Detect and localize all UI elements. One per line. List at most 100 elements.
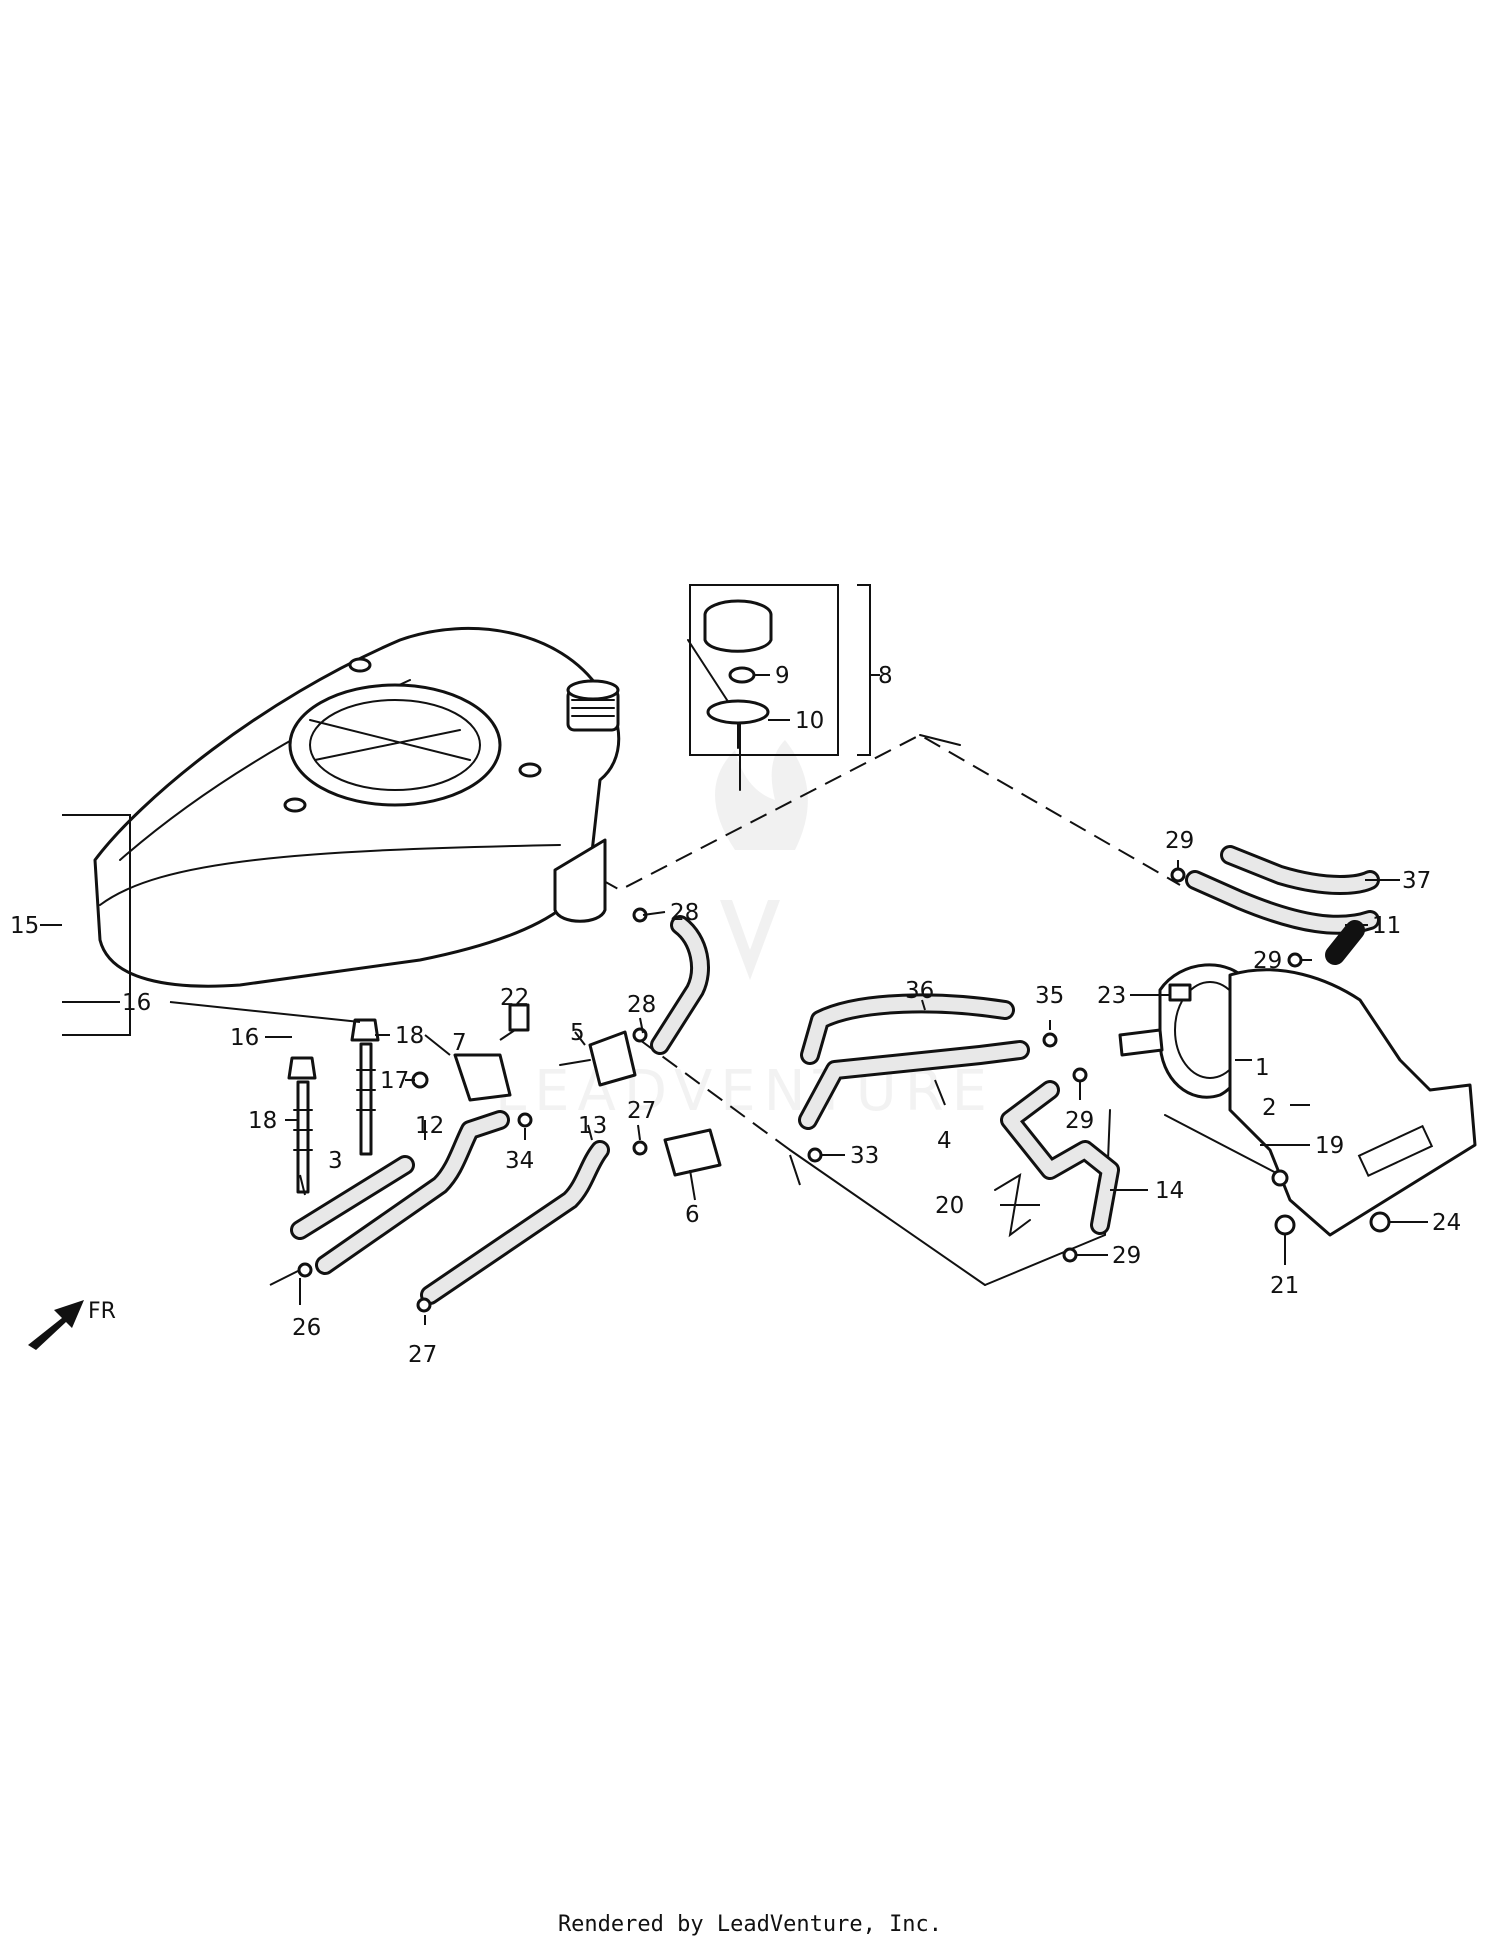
front-direction-indicator: FR <box>28 1299 116 1350</box>
callout-18-a: 18 <box>395 1023 424 1049</box>
bolt-left <box>296 1080 310 1194</box>
callout-14: 14 <box>1155 1178 1184 1204</box>
callout-35: 35 <box>1035 983 1064 1009</box>
callout-1: 1 <box>1255 1055 1270 1081</box>
callout-13: 13 <box>578 1113 607 1139</box>
callout-11: 11 <box>1372 913 1401 939</box>
nut-21 <box>1274 1214 1296 1236</box>
cushion-top <box>350 1018 380 1042</box>
leader-lines <box>40 584 1428 1325</box>
tank-mount-boss-c <box>518 762 542 778</box>
link-line-a <box>919 734 961 746</box>
callout-29-d: 29 <box>1112 1243 1141 1269</box>
callout-23: 23 <box>1097 983 1126 1009</box>
tank-mounts <box>287 1018 380 1194</box>
tank-filler-thread <box>571 699 615 717</box>
callout-7: 7 <box>452 1030 467 1056</box>
bracket-15 <box>62 814 131 1036</box>
callout-17: 17 <box>380 1068 409 1094</box>
valve-bracket <box>453 1053 512 1102</box>
dashed-line-tank <box>429 733 1181 892</box>
cap-group-box <box>689 584 839 756</box>
callout-29-c: 29 <box>1065 1108 1094 1134</box>
tank-baffle <box>309 719 471 761</box>
clip-34 <box>517 1112 533 1128</box>
tank-body <box>93 626 621 988</box>
tank-sump <box>553 838 607 923</box>
fuel-cock <box>588 1030 637 1087</box>
tank-mount-boss-a <box>348 657 372 673</box>
fuel-pump-inlet <box>1118 1028 1164 1057</box>
callout-12: 12 <box>415 1113 444 1139</box>
callout-6: 6 <box>685 1202 700 1228</box>
callout-36: 36 <box>905 978 934 1004</box>
tank-mount-boss-b <box>283 797 307 813</box>
cap-packing <box>728 666 756 684</box>
clip-33 <box>807 1147 823 1163</box>
clip-29-a <box>1170 867 1186 883</box>
callout-28-a: 28 <box>670 900 699 926</box>
fr-arrow-icon <box>28 1300 84 1350</box>
joint-6 <box>663 1128 722 1177</box>
clip-26 <box>297 1262 313 1278</box>
tank-opening-inner <box>309 699 481 791</box>
hoses <box>290 845 1380 1305</box>
cap-strainer <box>706 699 770 725</box>
callout-5: 5 <box>570 1020 585 1046</box>
callout-2: 2 <box>1262 1095 1277 1121</box>
callout-15: 15 <box>10 913 39 939</box>
callout-labels: 1 2 3 4 5 6 7 8 9 10 11 12 13 14 15 16 1… <box>10 663 1461 1368</box>
fuel-cap-assembly <box>689 584 839 756</box>
fuel-valve-group <box>411 1003 722 1177</box>
callout-18-b: 18 <box>248 1108 277 1134</box>
callout-34: 34 <box>505 1148 534 1174</box>
clip-29-d <box>1062 1247 1078 1263</box>
callout-29-a: 29 <box>1165 828 1194 854</box>
bolt-right <box>359 1042 373 1156</box>
clips <box>297 867 1303 1313</box>
clip-28-b <box>632 1027 648 1043</box>
callout-27-b: 27 <box>408 1342 437 1368</box>
clip-27-a <box>632 1140 648 1156</box>
callout-16-a: 16 <box>122 990 151 1016</box>
clip-29-b <box>1287 952 1303 968</box>
dashed-line-hose <box>639 1039 791 1151</box>
tank-filler-top <box>566 679 620 701</box>
pump-bracket <box>1228 968 1477 1237</box>
callout-22: 22 <box>500 985 529 1011</box>
callout-16-b: 16 <box>230 1025 259 1051</box>
clip-29-c <box>1072 1067 1088 1083</box>
bracket-slot <box>1357 1124 1434 1177</box>
fr-label: FR <box>88 1299 116 1324</box>
callout-20: 20 <box>935 1193 964 1219</box>
fuel-cap-skirt <box>703 613 773 653</box>
valve-bolt <box>508 1003 530 1032</box>
callout-4: 4 <box>937 1128 952 1154</box>
callout-10: 10 <box>795 708 824 734</box>
callout-24: 24 <box>1432 1210 1461 1236</box>
callout-8: 8 <box>878 663 893 689</box>
callout-27-a: 27 <box>627 1098 656 1124</box>
callout-21: 21 <box>1270 1273 1299 1299</box>
hose-11-end <box>1325 920 1365 965</box>
fuel-pump-group <box>994 963 1477 1238</box>
callout-9: 9 <box>775 663 790 689</box>
pump-bolt-19 <box>1164 1114 1281 1176</box>
callout-26: 26 <box>292 1315 321 1341</box>
clip-35 <box>1042 1032 1058 1048</box>
bolt-23 <box>1168 983 1192 1002</box>
tank-opening <box>288 683 502 807</box>
clip-27-b <box>416 1297 432 1313</box>
callout-28-b: 28 <box>627 992 656 1018</box>
footer-credit: Rendered by LeadVenture, Inc. <box>557 1912 943 1937</box>
link-line-c <box>789 1149 986 1286</box>
callout-19: 19 <box>1315 1133 1344 1159</box>
bracket-8 <box>857 584 880 756</box>
callout-37: 37 <box>1402 868 1431 894</box>
callout-29-b: 29 <box>1253 948 1282 974</box>
valve-nut <box>411 1071 429 1089</box>
pump-bolt-head <box>1271 1169 1289 1187</box>
fuel-cock-nozzle <box>559 1059 591 1066</box>
